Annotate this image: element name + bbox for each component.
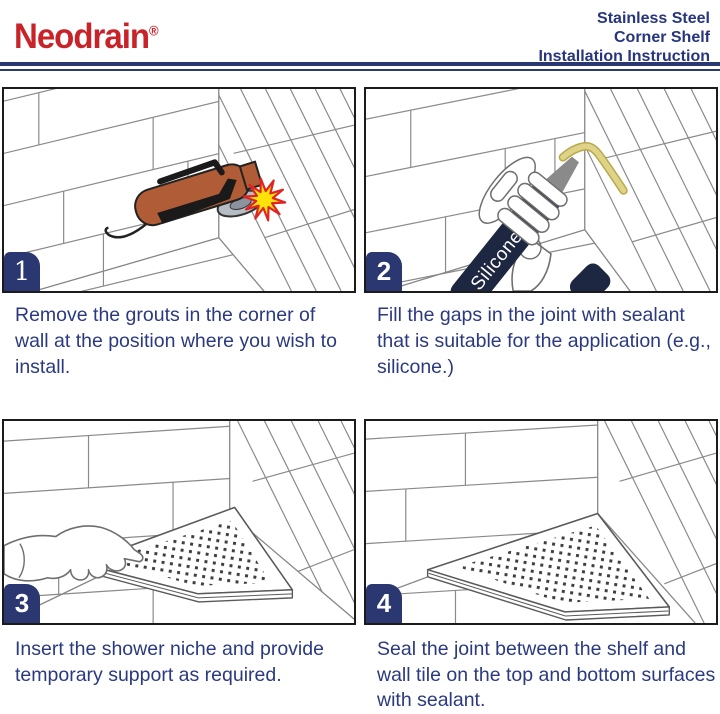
finger <box>527 171 568 207</box>
registered-mark: ® <box>149 22 159 39</box>
finger <box>507 195 550 233</box>
cuff-line <box>18 543 25 579</box>
divider-thin <box>0 69 720 71</box>
step-number-badge: 1 <box>4 252 40 291</box>
sealant-bead <box>558 142 628 195</box>
step-3: 3 Insert the shower niche and provide te… <box>2 419 356 714</box>
tube-base <box>569 263 611 291</box>
steps-grid: 1 Remove the grouts in the corner of wal… <box>0 71 720 714</box>
hand-outline <box>4 525 144 582</box>
title-line-2: Corner Shelf <box>613 28 710 46</box>
shelf-front-rim <box>426 569 670 621</box>
step-2: Silicone 2 Fill the gaps in t <box>364 87 718 419</box>
right-wall-tile-pattern <box>584 89 716 291</box>
step-4-illustration <box>366 421 716 623</box>
right-wall-tile-pattern <box>237 421 354 618</box>
step-1-panel: 1 <box>2 87 356 293</box>
corner-shelf <box>426 512 671 621</box>
finger <box>517 182 560 221</box>
tool-grip-stripe <box>157 178 237 224</box>
brand-logo: Neodrain® <box>14 18 159 54</box>
title-line-3: Installation Instruction <box>538 47 710 65</box>
gripping-hand <box>478 156 568 246</box>
step-1: 1 Remove the grouts in the corner of wal… <box>2 87 356 419</box>
step-2-caption: Fill the gaps in the joint with sealant … <box>377 304 711 379</box>
step-number-badge: 4 <box>366 584 402 623</box>
document-title: Stainless Steel Corner Shelf Installatio… <box>538 10 710 67</box>
supporting-hand <box>4 525 144 582</box>
step-2-panel: Silicone 2 <box>364 87 718 293</box>
shelf-rim-line <box>82 566 292 599</box>
tool-body <box>134 160 264 227</box>
tool-handle-bar <box>157 159 225 185</box>
step-4-caption: Seal the joint between the shelf and wal… <box>377 638 716 712</box>
finger <box>497 207 540 246</box>
spark-icon <box>242 177 287 222</box>
step-3-panel: 3 <box>2 419 356 625</box>
page-header: Neodrain® Stainless Steel Corner Shelf I… <box>0 0 720 65</box>
corner-shelf <box>80 506 294 603</box>
power-cord <box>104 216 155 239</box>
left-wall-tile-pattern <box>4 89 233 291</box>
step-4: 4 Seal the joint between the shelf and w… <box>364 419 718 714</box>
thumb <box>490 170 518 202</box>
step-number-badge: 3 <box>4 584 40 623</box>
step-1-caption: Remove the grouts in the corner of wall … <box>15 304 337 379</box>
step-3-caption: Insert the shower niche and provide temp… <box>15 638 324 686</box>
step-3-illustration <box>4 421 354 623</box>
shelf-perforations <box>457 525 650 603</box>
divider-thick <box>0 62 720 66</box>
brand-text: Neodrain <box>14 15 150 56</box>
step-number-badge: 2 <box>366 252 402 291</box>
oscillating-tool <box>104 159 287 239</box>
right-wall-tile-pattern <box>604 421 716 623</box>
shelf-perforations <box>107 520 271 586</box>
title-line-1: Stainless Steel <box>597 10 710 27</box>
step-1-illustration <box>4 89 354 291</box>
step-4-panel: 4 <box>364 419 718 625</box>
step-2-illustration: Silicone <box>366 89 716 291</box>
shelf-rim-line <box>428 572 669 617</box>
